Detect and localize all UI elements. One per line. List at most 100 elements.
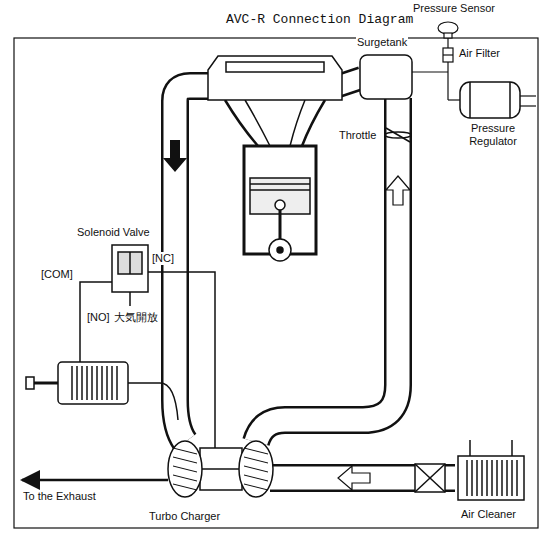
air-filter — [443, 54, 453, 55]
sensor-lines — [520, 95, 536, 96]
engine — [225, 100, 258, 146]
part-label: Throttle — [338, 129, 377, 142]
turbo-charger — [173, 466, 197, 472]
pressure-sensor — [438, 22, 458, 34]
part-label: Turbo Charger — [148, 510, 221, 523]
flow-arrows — [163, 140, 410, 490]
air-cleaner — [511, 440, 513, 456]
wastegate-actuator — [26, 377, 34, 389]
port-label: [COM] — [40, 268, 74, 281]
pressure-regulator — [460, 82, 520, 118]
wastegate-actuator — [34, 382, 58, 385]
solenoid-valve — [129, 252, 131, 274]
vacuum-hoses — [80, 282, 112, 362]
turbo-charger — [173, 457, 197, 463]
frame — [14, 38, 538, 528]
part-label: Air Cleaner — [460, 508, 517, 521]
pressure-sensor — [444, 33, 452, 38]
turbo-charger — [173, 448, 268, 490]
turbo-charger — [239, 441, 273, 497]
sensor-lines — [412, 71, 448, 72]
turbo-charger — [168, 441, 273, 497]
engine — [250, 183, 310, 185]
turbo-charger — [200, 448, 242, 490]
engine — [269, 239, 291, 261]
part-label: Solenoid Valve — [76, 226, 151, 239]
solenoid-valve — [118, 252, 142, 274]
pressure-regulator — [460, 82, 520, 118]
pipes — [270, 464, 455, 492]
port-label: 大気開放 — [113, 311, 159, 324]
air-cleaner-element — [415, 464, 445, 492]
throttle-valve — [385, 128, 411, 142]
part-label: Air Filter — [458, 47, 501, 60]
flow-arrows — [163, 140, 187, 172]
port-label: [NO] — [86, 311, 111, 324]
diagram-title: AVC-R Connection Diagram — [226, 12, 413, 27]
turbo-charger — [173, 475, 197, 481]
turbo-charger — [244, 466, 268, 472]
part-label: Pressure Sensor — [412, 2, 496, 15]
wastegate-actuator — [26, 362, 178, 420]
exhaust-outlet — [22, 479, 168, 482]
air-cleaner-element — [415, 464, 445, 492]
wastegate-actuator — [128, 383, 178, 420]
frame — [14, 38, 538, 528]
pressure-regulator — [509, 82, 511, 118]
sensor-lines — [520, 105, 536, 106]
pressure-regulator — [469, 82, 471, 118]
engine — [302, 100, 325, 146]
air-cleaner-element — [415, 464, 445, 492]
flow-arrows — [338, 466, 370, 490]
air-cleaner-element — [415, 464, 445, 492]
air-filter — [443, 48, 453, 62]
engine — [250, 178, 310, 214]
sensor-lines — [448, 99, 460, 100]
pipes — [175, 86, 212, 442]
turbo-charger — [244, 484, 268, 490]
wastegate-actuator — [68, 366, 118, 400]
solenoid-valve — [112, 245, 148, 292]
turbo-charger — [168, 441, 202, 497]
part-label: Surgetank — [356, 36, 408, 49]
turbo-charger — [244, 448, 268, 454]
engine — [208, 56, 342, 100]
engine — [250, 189, 310, 191]
pipes — [175, 86, 212, 442]
throttle-valve — [385, 132, 411, 138]
wastegate-actuator — [58, 362, 128, 404]
solenoid-valve — [112, 245, 148, 292]
vacuum-hoses — [129, 292, 131, 306]
pipes — [175, 78, 455, 478]
air-cleaner — [458, 456, 524, 500]
engine — [275, 200, 285, 210]
surge-tank — [360, 55, 412, 99]
port-label: [NC] — [151, 252, 175, 265]
throttle-valve — [386, 128, 410, 142]
turbo-charger — [173, 484, 197, 490]
turbo-charger — [200, 468, 242, 470]
turbo-charger — [244, 475, 268, 481]
air-cleaner — [458, 440, 524, 500]
air-filter — [443, 48, 453, 62]
part-label: To the Exhaust — [22, 490, 97, 503]
engine — [208, 56, 342, 261]
vacuum-hoses — [148, 272, 215, 448]
turbo-charger — [244, 457, 268, 463]
turbo-charger — [173, 448, 197, 454]
surge-tank — [360, 55, 412, 99]
engine — [290, 100, 305, 146]
engine — [244, 146, 316, 254]
engine — [277, 247, 283, 253]
pressure-sensor — [438, 22, 458, 38]
exhaust-outlet — [22, 479, 168, 482]
vacuum-hoses — [80, 272, 215, 448]
air-cleaner — [464, 460, 518, 496]
engine — [245, 100, 270, 146]
air-cleaner — [469, 440, 471, 456]
flow-arrows — [386, 176, 410, 205]
sensor-lines — [447, 34, 448, 100]
engine — [226, 62, 324, 72]
